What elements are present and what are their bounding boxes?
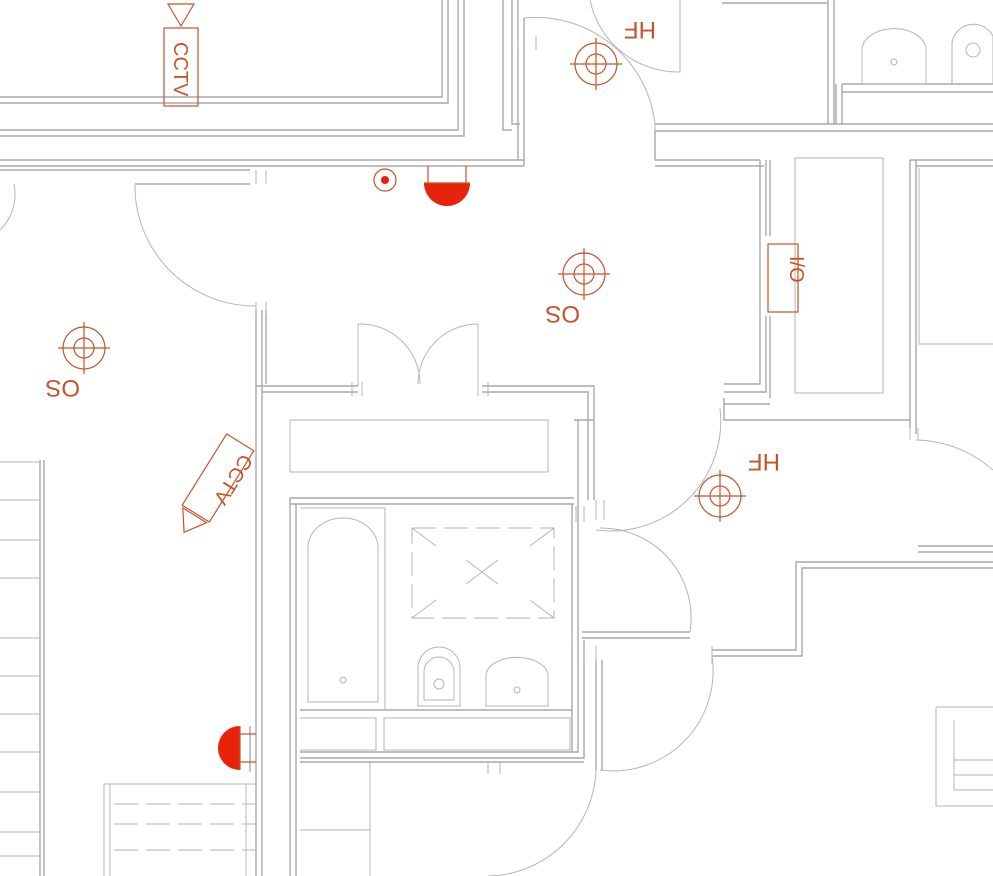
bell-icon-top [424,166,470,206]
smoke-detector-icon-os-center [558,248,610,300]
toilet-icon-top-right [951,23,993,84]
io-box: I/O [767,243,807,313]
sounder-icon [373,168,397,192]
cctv-top-label: CCTV [169,42,191,97]
hf-mid-label: HF [748,448,780,475]
cctv-camera-icon-left: CCTV [181,433,257,534]
cctv-left-label: CCTV [209,450,257,508]
wall-fixings [255,36,919,774]
stairs [0,460,45,876]
toilet-icon [417,646,461,707]
bath-icon [307,517,379,703]
smoke-detector-icon-hf-top [570,38,622,90]
basin-icon-top-right [861,28,927,85]
smoke-detector-icon-os-left [58,322,110,374]
bell-icon-left [218,726,256,770]
os-center-label: OS [545,300,580,327]
os-left-label: OS [45,374,80,401]
hf-top-label: HF [624,16,656,43]
dashed-area [103,783,256,876]
basin-icon [485,656,549,707]
cctv-camera-icon-top: CCTV [163,3,199,107]
io-label: I/O [785,256,807,283]
smoke-detector-icon-hf-mid [694,470,746,522]
shower-tray [411,527,555,619]
